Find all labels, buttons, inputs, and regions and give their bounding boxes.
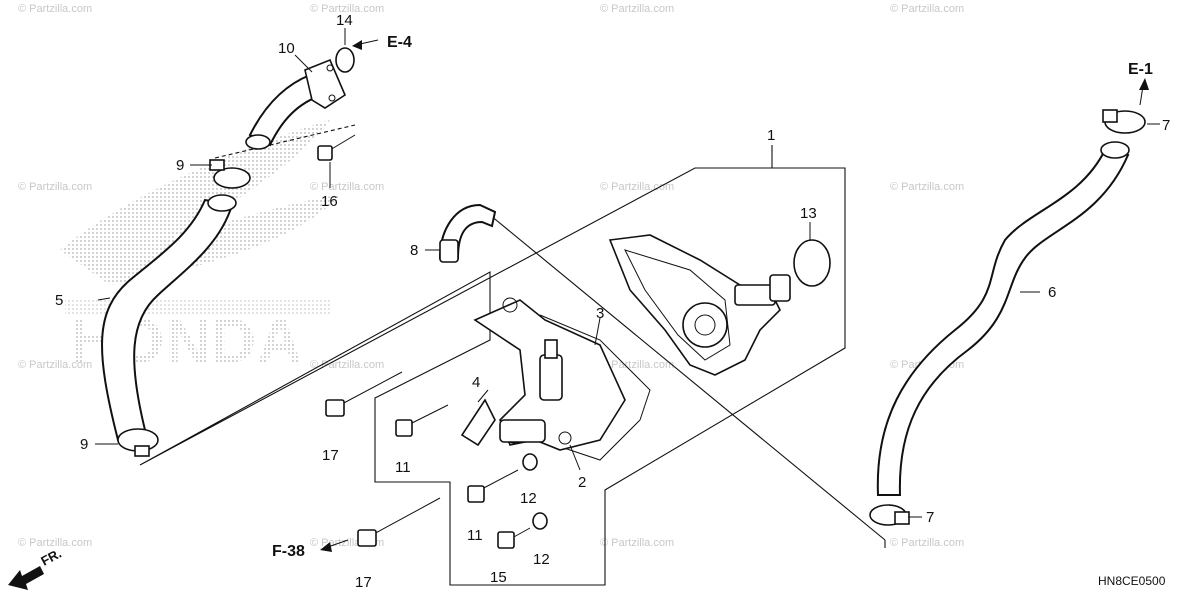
watermark: © Partzilla.com	[18, 181, 92, 193]
o-ring-14	[335, 47, 355, 73]
clamp-7-bottom	[869, 504, 910, 526]
clamp-9-bottom	[117, 428, 159, 457]
bracket-4	[460, 398, 496, 447]
callout-7-top: 7	[1162, 117, 1170, 134]
reference-arrows	[320, 39, 1149, 552]
callout-4: 4	[472, 374, 480, 391]
clamp-7-top	[1102, 109, 1146, 134]
callout-6: 6	[1048, 284, 1056, 301]
bolt-15	[497, 527, 531, 549]
reference-e4: E-4	[387, 34, 412, 51]
hose-6	[876, 141, 1130, 496]
watermark: © Partzilla.com	[18, 359, 92, 371]
callout-7-bottom: 7	[926, 509, 934, 526]
callout-10: 10	[278, 40, 295, 57]
front-label: FR.	[38, 546, 64, 569]
washer-12-upper	[522, 453, 538, 471]
o-ring-13	[793, 239, 831, 287]
gasket-3	[539, 314, 651, 461]
watermark: © Partzilla.com	[890, 181, 964, 193]
callout-11-upper: 11	[395, 459, 411, 476]
bolt-11-upper	[395, 404, 449, 437]
callout-9-top: 9	[176, 157, 184, 174]
callout-15: 15	[490, 569, 507, 586]
hose-8	[438, 203, 497, 263]
callout-1: 1	[767, 127, 775, 144]
water-pump-body	[608, 234, 791, 376]
reference-e1: E-1	[1128, 61, 1153, 78]
elbow-pipe-10	[245, 58, 347, 150]
watermark: © Partzilla.com	[600, 537, 674, 549]
callout-16: 16	[321, 193, 338, 210]
watermark: © Partzilla.com	[600, 359, 674, 371]
watermark: © Partzilla.com	[890, 3, 964, 15]
watermark: © Partzilla.com	[310, 3, 384, 15]
watermark: © Partzilla.com	[600, 181, 674, 193]
watermark: © Partzilla.com	[18, 537, 92, 549]
callout-5: 5	[55, 292, 63, 309]
callout-11-lower: 11	[467, 527, 483, 544]
front-arrow: FR.	[8, 546, 64, 590]
watermark: © Partzilla.com	[890, 537, 964, 549]
bolt-11-lower	[467, 469, 519, 503]
callout-3: 3	[596, 305, 604, 322]
callout-8: 8	[410, 242, 418, 259]
callout-17-lower: 17	[355, 574, 372, 591]
callout-14: 14	[336, 12, 353, 29]
watermark: © Partzilla.com	[310, 181, 384, 193]
watermark: © Partzilla.com	[18, 3, 92, 15]
hose-5	[101, 194, 237, 442]
reference-f38: F-38	[272, 543, 305, 560]
callout-12-upper: 12	[520, 490, 537, 507]
part-code: HN8CE0500	[1098, 574, 1166, 588]
pump-cover-2	[473, 297, 626, 451]
bolt-17-upper	[325, 371, 403, 417]
watermark: © Partzilla.com	[310, 359, 384, 371]
assembly-bracket	[139, 124, 886, 586]
callout-9-bottom: 9	[80, 436, 88, 453]
bolt-17-lower	[357, 497, 441, 547]
callout-12-lower: 12	[533, 551, 550, 568]
callout-2: 2	[578, 474, 586, 491]
callouts: 1 2 3 4 5 6 7 7 8 9 9 10 11 11 12 12 13 …	[55, 12, 1170, 591]
callout-17-upper: 17	[322, 447, 339, 464]
washer-12-lower	[532, 512, 548, 530]
bolt-16	[317, 134, 356, 161]
watermark: © Partzilla.com	[600, 3, 674, 15]
callout-13: 13	[800, 205, 817, 222]
leader-lines	[95, 28, 1160, 518]
